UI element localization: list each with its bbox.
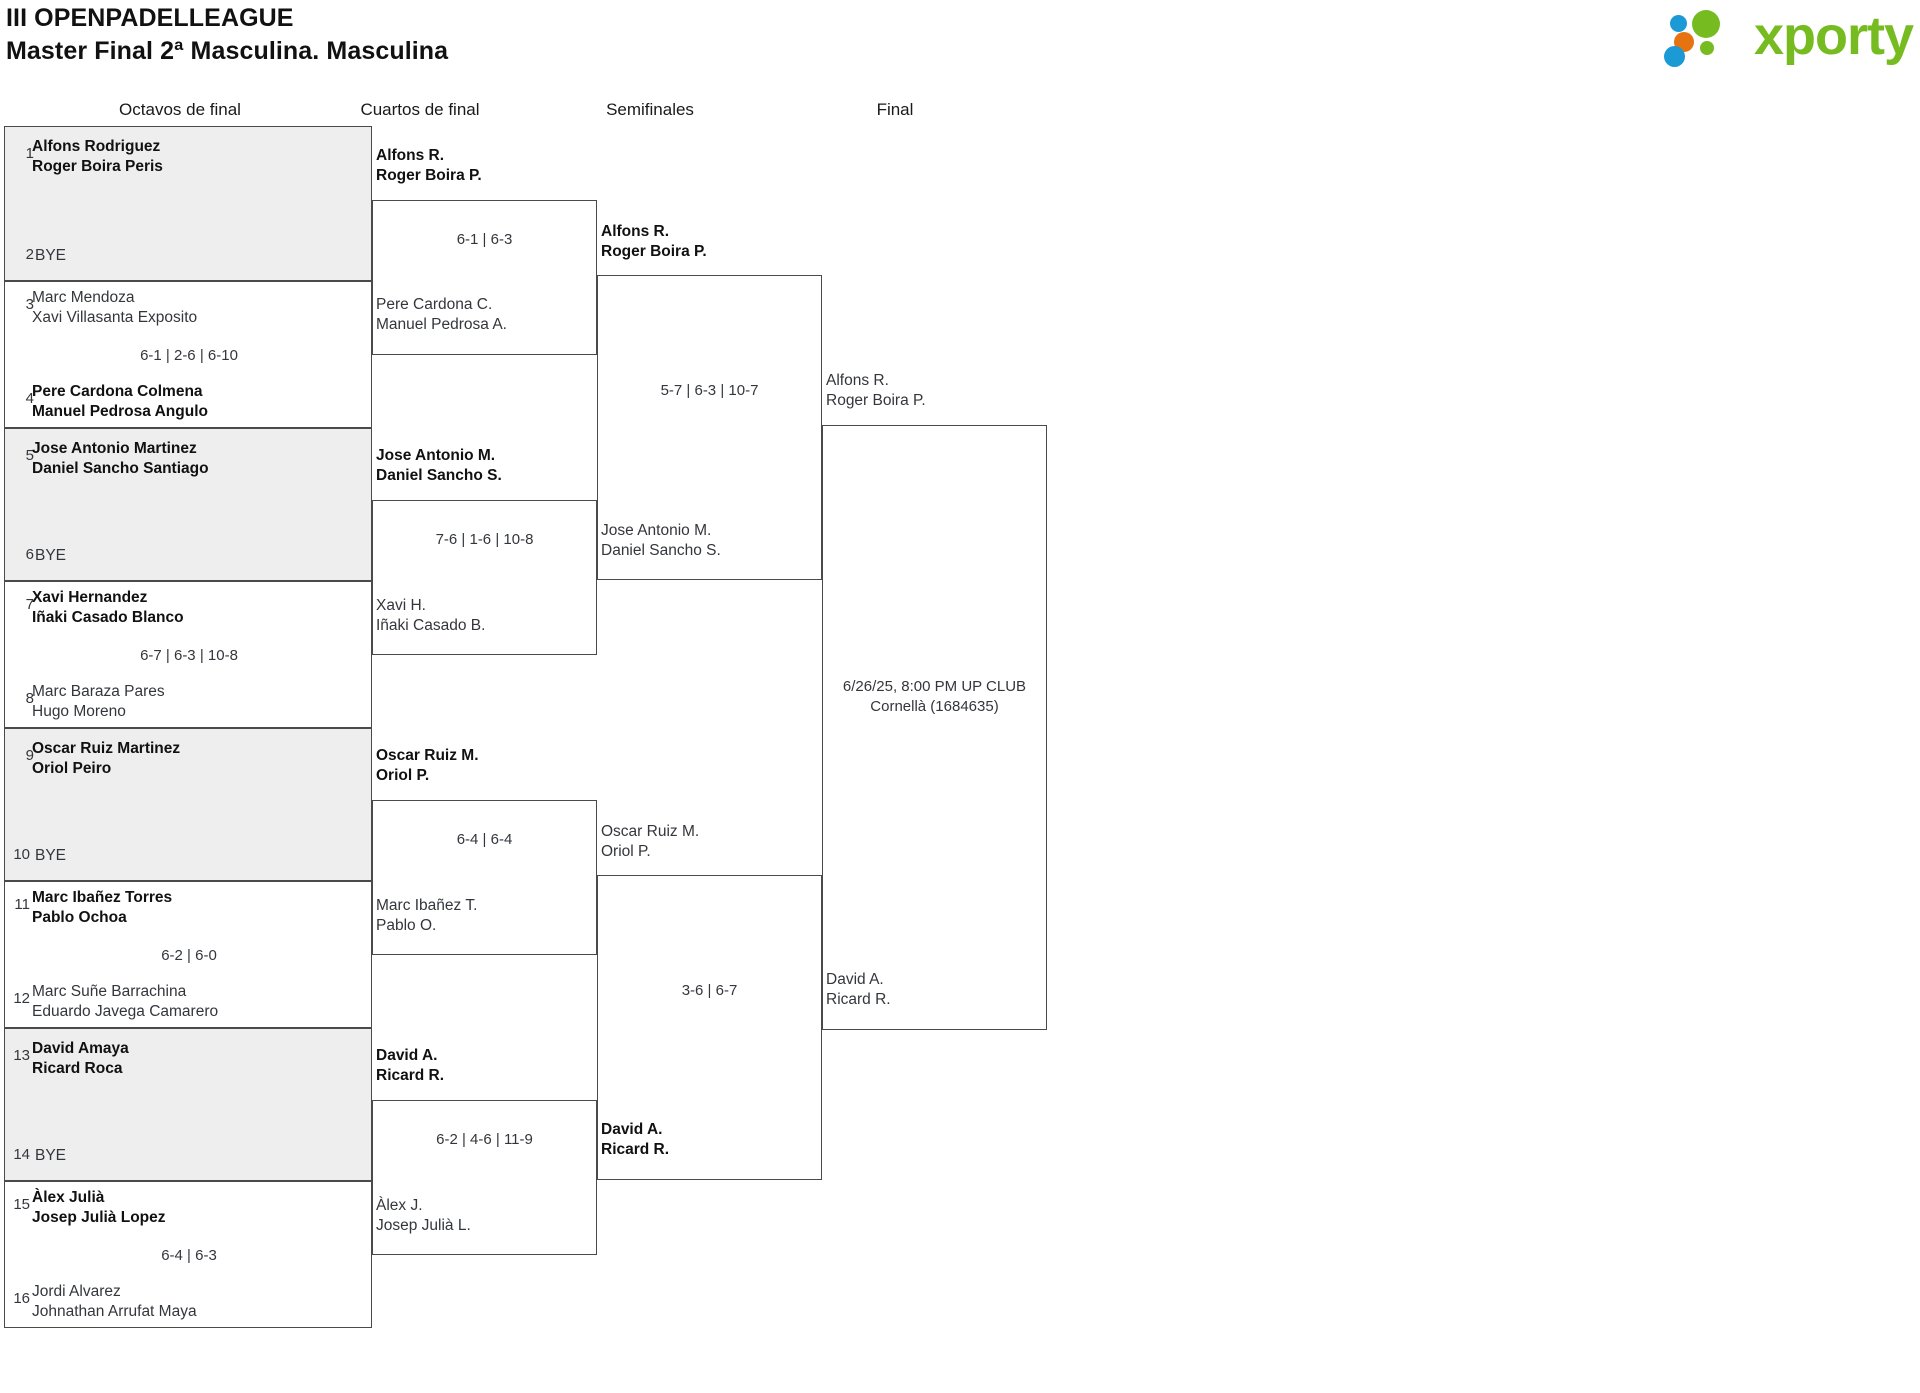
r1-match-8[interactable]: 15 Àlex Julià Josep Julià Lopez 6-4 | 6-… (4, 1181, 372, 1328)
match-score: 6-1 | 2-6 | 6-10 (140, 347, 238, 364)
seed-number: 4 (25, 390, 34, 407)
seed-number: 11 (14, 896, 30, 913)
seed-number: 5 (25, 447, 34, 464)
r3-match-2-team-bottom: David A. Ricard R. (601, 1121, 670, 1159)
r2-match-1-box[interactable] (372, 200, 597, 355)
team-name: Marc Ibañez Torres Pablo Ochoa (32, 889, 173, 927)
r2-match-3-team-bottom: Marc Ibañez T. Pablo O. (376, 897, 478, 935)
tournament-category: Master Final 2ª Masculina. Masculina (6, 36, 449, 65)
round-header-final: Final (876, 100, 914, 119)
page-title: III OPENPADELLEAGUE Master Final 2ª Masc… (6, 2, 448, 67)
r3-match-2-team-top: Oscar Ruiz M. Oriol P. (601, 823, 700, 861)
round-header-cuartos: Cuartos de final (360, 100, 480, 119)
r3-match-2-score: 3-6 | 6-7 (681, 982, 738, 999)
team-name: Marc Mendoza Xavi Villasanta Exposito (32, 289, 198, 327)
team-name: Alfons Rodriguez Roger Boira Peris (32, 138, 163, 176)
r3-match-1-box[interactable] (597, 275, 822, 580)
r4-final-team-top: Alfons R. Roger Boira P. (826, 372, 926, 410)
team-name: Jose Antonio Martinez Daniel Sancho Sant… (32, 440, 209, 478)
r4-final-box[interactable] (822, 425, 1047, 1030)
team-name: Xavi Hernandez Iñaki Casado Blanco (32, 589, 184, 627)
r1-match-4[interactable]: 7 Xavi Hernandez Iñaki Casado Blanco 6-7… (4, 581, 372, 728)
r3-match-2-box[interactable] (597, 875, 822, 1180)
bye-label: BYE (35, 847, 67, 864)
seed-number: 6 (25, 546, 34, 563)
r2-match-2-score: 7-6 | 1-6 | 10-8 (435, 531, 534, 548)
r2-match-3-team-top: Oscar Ruiz M. Oriol P. (376, 747, 479, 785)
r2-match-1-team-top: Alfons R. Roger Boira P. (376, 147, 482, 185)
team-name: David Amaya Ricard Roca (32, 1040, 129, 1078)
logo-wordmark: xporty (1754, 6, 1914, 66)
r2-match-4-box[interactable] (372, 1100, 597, 1255)
r2-match-1-score: 6-1 | 6-3 (456, 231, 513, 248)
r3-match-1-team-bottom: Jose Antonio M. Daniel Sancho S. (601, 522, 721, 560)
seed-number: 12 (13, 990, 30, 1007)
match-score: 6-7 | 6-3 | 10-8 (140, 647, 238, 664)
seed-number: 14 (13, 1146, 30, 1163)
r2-match-3-score: 6-4 | 6-4 (456, 831, 513, 848)
r1-match-2[interactable]: 3 Marc Mendoza Xavi Villasanta Exposito … (4, 281, 372, 428)
r2-match-2-team-top: Jose Antonio M. Daniel Sancho S. (376, 447, 502, 485)
r4-final-team-bottom: David A. Ricard R. (826, 971, 891, 1009)
bye-label: BYE (35, 547, 67, 564)
r3-match-1-team-top: Alfons R. Roger Boira P. (601, 223, 707, 261)
r2-match-2-box[interactable] (372, 500, 597, 655)
seed-number: 10 (13, 846, 30, 863)
r3-match-1-score: 5-7 | 6-3 | 10-7 (660, 382, 759, 399)
team-name: Marc Baraza Pares Hugo Moreno (32, 683, 165, 721)
seed-number: 9 (25, 747, 34, 764)
r1-match-3[interactable]: 5 Jose Antonio Martinez Daniel Sancho Sa… (4, 428, 372, 581)
r2-match-2-team-bottom: Xavi H. Iñaki Casado B. (376, 597, 486, 635)
round-header-semis: Semifinales (606, 100, 694, 119)
seed-number: 2 (25, 246, 34, 263)
team-name: Jordi Alvarez Johnathan Arrufat Maya (32, 1283, 197, 1321)
team-name: Àlex Julià Josep Julià Lopez (32, 1189, 166, 1227)
r1-match-7[interactable]: 13 David Amaya Ricard Roca 14 BYE (4, 1028, 372, 1181)
seed-number: 1 (25, 145, 34, 162)
match-score: 6-2 | 6-0 (161, 947, 217, 964)
r2-match-1-team-bottom: Pere Cardona C. Manuel Pedrosa A. (376, 296, 507, 334)
seed-number: 16 (13, 1290, 30, 1307)
seed-number: 13 (13, 1047, 30, 1064)
round-header-octavos: Octavos de final (119, 100, 241, 119)
tournament-name: III OPENPADELLEAGUE (6, 4, 294, 32)
team-name: Marc Suñe Barrachina Eduardo Javega Cama… (32, 983, 219, 1021)
seed-number: 7 (25, 596, 34, 613)
seed-number: 15 (13, 1196, 30, 1213)
r2-match-4-score: 6-2 | 4-6 | 11-9 (436, 1131, 533, 1148)
r4-final-schedule: 6/26/25, 8:00 PM UP CLUB Cornellà (16846… (842, 678, 1027, 716)
match-score: 6-4 | 6-3 (161, 1247, 217, 1264)
r2-match-4-team-bottom: Àlex J. Josep Julià L. (376, 1197, 471, 1235)
xporty-logo[interactable]: xporty (1658, 6, 1914, 68)
r1-match-6[interactable]: 11 Marc Ibañez Torres Pablo Ochoa 6-2 | … (4, 881, 372, 1028)
team-name: Oscar Ruiz Martinez Oriol Peiro (32, 740, 181, 778)
r1-match-5[interactable]: 9 Oscar Ruiz Martinez Oriol Peiro 10 BYE (4, 728, 372, 881)
team-name: Pere Cardona Colmena Manuel Pedrosa Angu… (32, 383, 208, 421)
seed-number: 8 (25, 690, 34, 707)
seed-number: 3 (25, 296, 34, 313)
r2-match-3-box[interactable] (372, 800, 597, 955)
r1-match-1[interactable]: 1 Alfons Rodriguez Roger Boira Peris 2 B… (4, 126, 372, 281)
bye-label: BYE (35, 247, 67, 264)
logo-dots-icon (1660, 10, 1752, 67)
bye-label: BYE (35, 1147, 67, 1164)
r2-match-4-team-top: David A. Ricard R. (376, 1047, 445, 1085)
